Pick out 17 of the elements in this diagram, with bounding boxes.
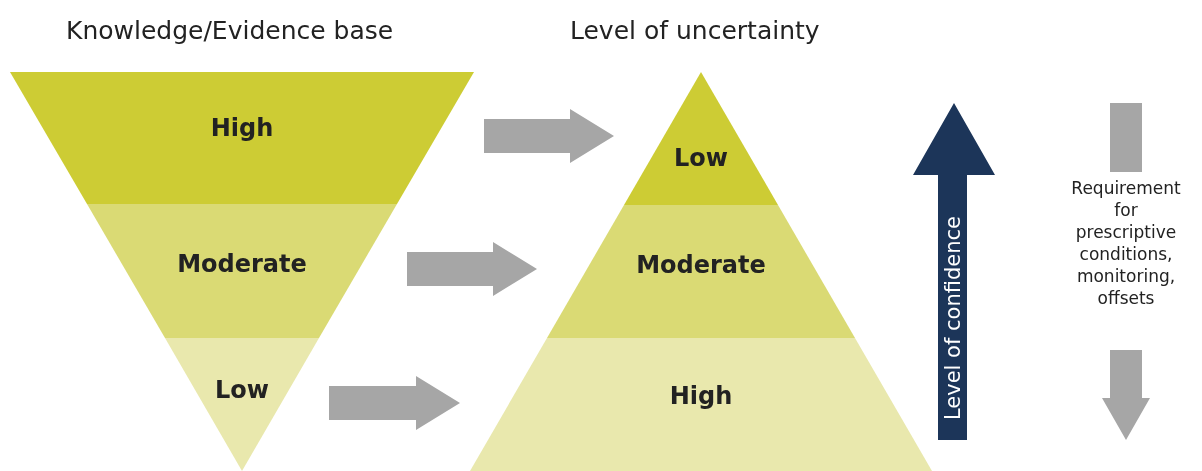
band-label: High [669,384,733,408]
arrow-label: Level of confidence [942,216,964,420]
arrow-label: Requirement for prescriptive conditions, monitoring, offsets [1070,177,1182,309]
band-label: Low [674,146,728,170]
column-heading: Knowledge/Evidence base [66,15,394,47]
pyramid-band [547,205,855,338]
block-arrow [329,376,460,430]
pyramid-band [470,338,932,471]
block-arrow [407,242,537,296]
pyramid-band [87,204,397,338]
column-heading: Level of uncertainty [570,15,820,47]
band-label: Moderate [177,252,307,276]
pyramid-band [10,72,474,204]
block-arrow [484,109,614,163]
band-label: High [210,116,274,140]
band-label: Low [215,378,269,402]
band-label: Moderate [636,253,766,277]
